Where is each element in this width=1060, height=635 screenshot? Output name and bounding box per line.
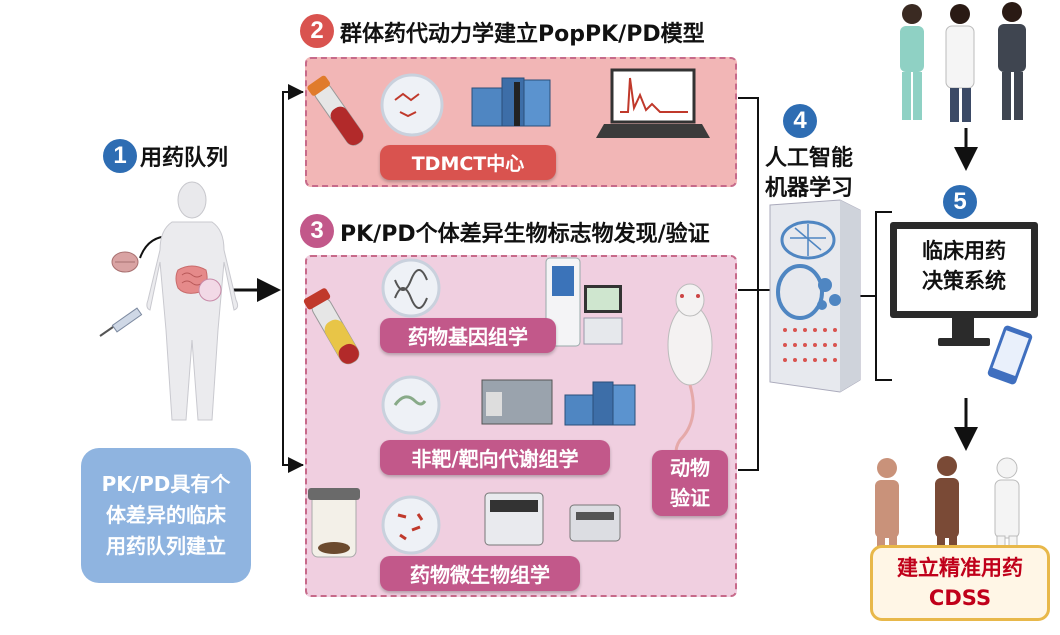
precision-cdss-result-box: 建立精准用药 CDSS	[870, 545, 1050, 621]
animal-validation-label: 动物 验证	[652, 450, 728, 516]
animal-validation-line-1: 动物	[670, 456, 710, 480]
step-4-title-line-1: 人工智能	[765, 146, 854, 171]
result-line-2: CDSS	[928, 586, 992, 610]
step-4-title: 人工智能 机器学习	[765, 144, 853, 204]
cohort-line-3: 用药队列建立	[106, 534, 226, 558]
cohort-line-2: 体差异的临床	[106, 503, 226, 527]
cdss-monitor-line-2: 决策系统	[922, 269, 1006, 293]
cdss-monitor-line-1: 临床用药	[922, 239, 1006, 263]
step-1-title: 用药队列	[140, 146, 229, 171]
genomics-label: 药物基因组学	[380, 318, 556, 353]
step-1-badge: 1	[103, 139, 137, 173]
metabolomics-label: 非靶/靶向代谢组学	[380, 440, 610, 475]
step-3-badge: 3	[300, 214, 334, 248]
step-4-badge: 4	[783, 104, 817, 138]
step-2-title: 群体药代动力学建立PopPK/PD模型	[340, 22, 705, 47]
tdmct-center-label: TDMCT中心	[380, 145, 556, 180]
step-4-title-line-2: 机器学习	[765, 176, 854, 201]
step-2-badge: 2	[300, 14, 334, 48]
cohort-line-1: PK/PD具有个	[101, 472, 231, 496]
microbiome-label: 药物微生物组学	[380, 556, 580, 591]
result-line-1: 建立精准用药	[897, 556, 1023, 580]
step-3-title: PK/PD个体差异生物标志物发现/验证	[340, 222, 710, 247]
step-5-badge: 5	[943, 185, 977, 219]
cohort-description-box: PK/PD具有个 体差异的临床 用药队列建立	[81, 448, 251, 583]
cdss-monitor-text: 临床用药 决策系统	[897, 236, 1031, 296]
animal-validation-line-2: 验证	[670, 486, 710, 510]
